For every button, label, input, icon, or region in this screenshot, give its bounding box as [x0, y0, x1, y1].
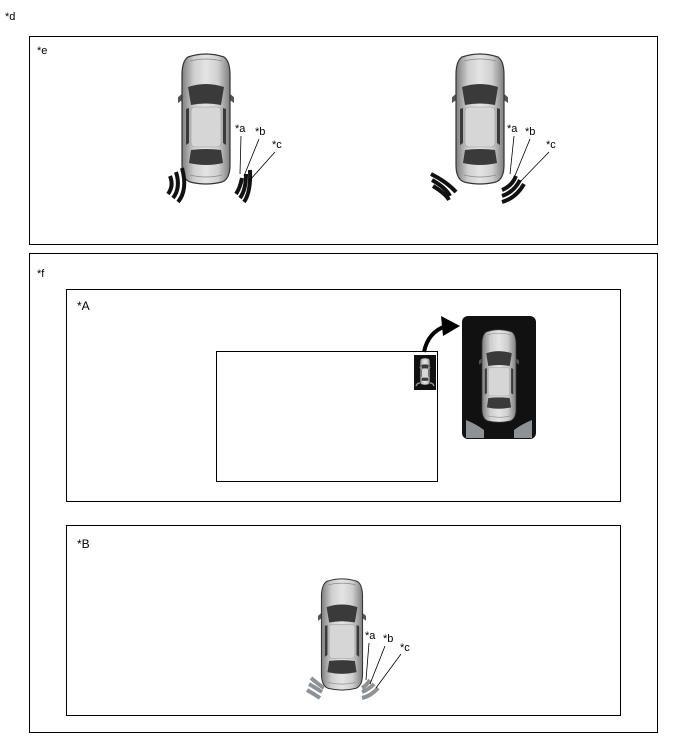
callout-c-e-right: *c	[546, 139, 556, 151]
sensor-wave-icon-e-left-rr	[234, 169, 253, 204]
sensor-wave-icon-b-rr	[361, 678, 380, 700]
callout-b-b: *b	[383, 633, 394, 645]
callout-a-e-left: *a	[235, 123, 246, 135]
car-icon-e-right	[452, 53, 508, 185]
callout-c-e-left: *c	[272, 139, 282, 151]
panel-e	[29, 36, 658, 245]
sensor-wave-icon-e-left-rl	[166, 167, 187, 204]
label-d: *d	[5, 11, 16, 23]
callout-b-e-left: *b	[255, 126, 266, 138]
callout-lines-b	[365, 642, 402, 689]
sensor-wave-icon-e-right-rl	[430, 172, 458, 202]
callout-lines-e-left	[239, 135, 276, 181]
sensor-wave-icon-b-rl	[306, 676, 326, 700]
callout-b-e-right: *b	[525, 126, 536, 138]
callout-lines-e-right	[509, 135, 550, 183]
car-icon-b	[318, 578, 366, 691]
curved-arrow-icon	[422, 316, 460, 353]
label-f: *f	[37, 268, 45, 280]
label-a-panel: *A	[77, 299, 90, 313]
callout-c-b: *c	[400, 642, 410, 654]
car-icon-e-left	[178, 53, 234, 185]
enlarged-display	[462, 316, 536, 439]
display-screen	[216, 351, 438, 482]
label-e: *e	[37, 45, 48, 57]
callout-a-e-right: *a	[507, 123, 518, 135]
sensor-wave-icon-e-right-rr	[501, 175, 526, 204]
thumbnail-display	[414, 355, 436, 390]
callout-a-b: *a	[365, 630, 376, 642]
label-b-panel: *B	[77, 537, 90, 551]
